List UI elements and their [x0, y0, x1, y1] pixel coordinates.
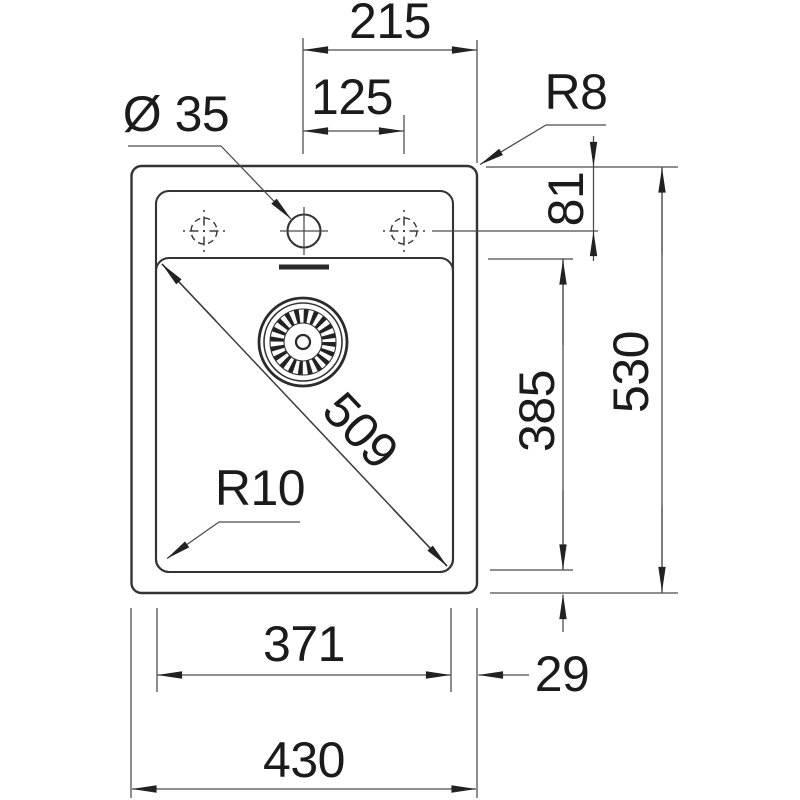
callout-outer-radius: R8	[479, 64, 608, 166]
leader-arrow	[220, 145, 292, 220]
sink-outline-group	[130, 164, 479, 595]
dim-215-label: 215	[349, 0, 431, 49]
bowl-outline	[154, 256, 455, 574]
leader-arrow	[479, 124, 547, 166]
overflow-mark	[279, 264, 329, 270]
dimension-top-group: 215 125	[302, 0, 478, 163]
dimension-right-group: 81 385 530	[486, 136, 678, 632]
r8-label: R8	[545, 64, 608, 120]
drain-spoke-outer-rim	[269, 308, 337, 376]
callout-bowl-radius: R10	[166, 460, 306, 560]
dim-81-label: 81	[538, 172, 594, 227]
diagonal-arrow-upleft	[161, 263, 217, 322]
dimension-bottom-group: 371 29 430	[130, 608, 590, 798]
dim-371-label: 371	[263, 616, 345, 672]
drain-outer-ring	[257, 296, 349, 388]
optional-hole-marker-left	[183, 210, 225, 252]
dim-509-label: 509	[312, 381, 409, 479]
hole-diameter-label: Ø 35	[123, 86, 229, 142]
dim-530-label: 530	[603, 331, 659, 413]
drain-inner-ring	[263, 302, 343, 382]
callout-hole-diameter: Ø 35	[123, 86, 292, 220]
diagonal-arrow-downright	[392, 508, 448, 567]
leader-arrow	[166, 521, 220, 560]
dim-385-label: 385	[509, 370, 565, 452]
dim-430-label: 430	[263, 732, 345, 788]
drain-strainer	[257, 296, 349, 388]
drain-spokes	[270, 309, 336, 375]
r10-label: R10	[215, 460, 305, 516]
faucet-hole-group	[280, 207, 328, 255]
dim-29-label: 29	[535, 646, 590, 702]
drain-center-hole	[294, 333, 312, 351]
sink-outer-edge	[130, 164, 479, 595]
drain-spoke-inner-rim	[283, 322, 323, 362]
optional-hole-marker-right	[383, 210, 425, 252]
dim-125-label: 125	[311, 69, 393, 125]
